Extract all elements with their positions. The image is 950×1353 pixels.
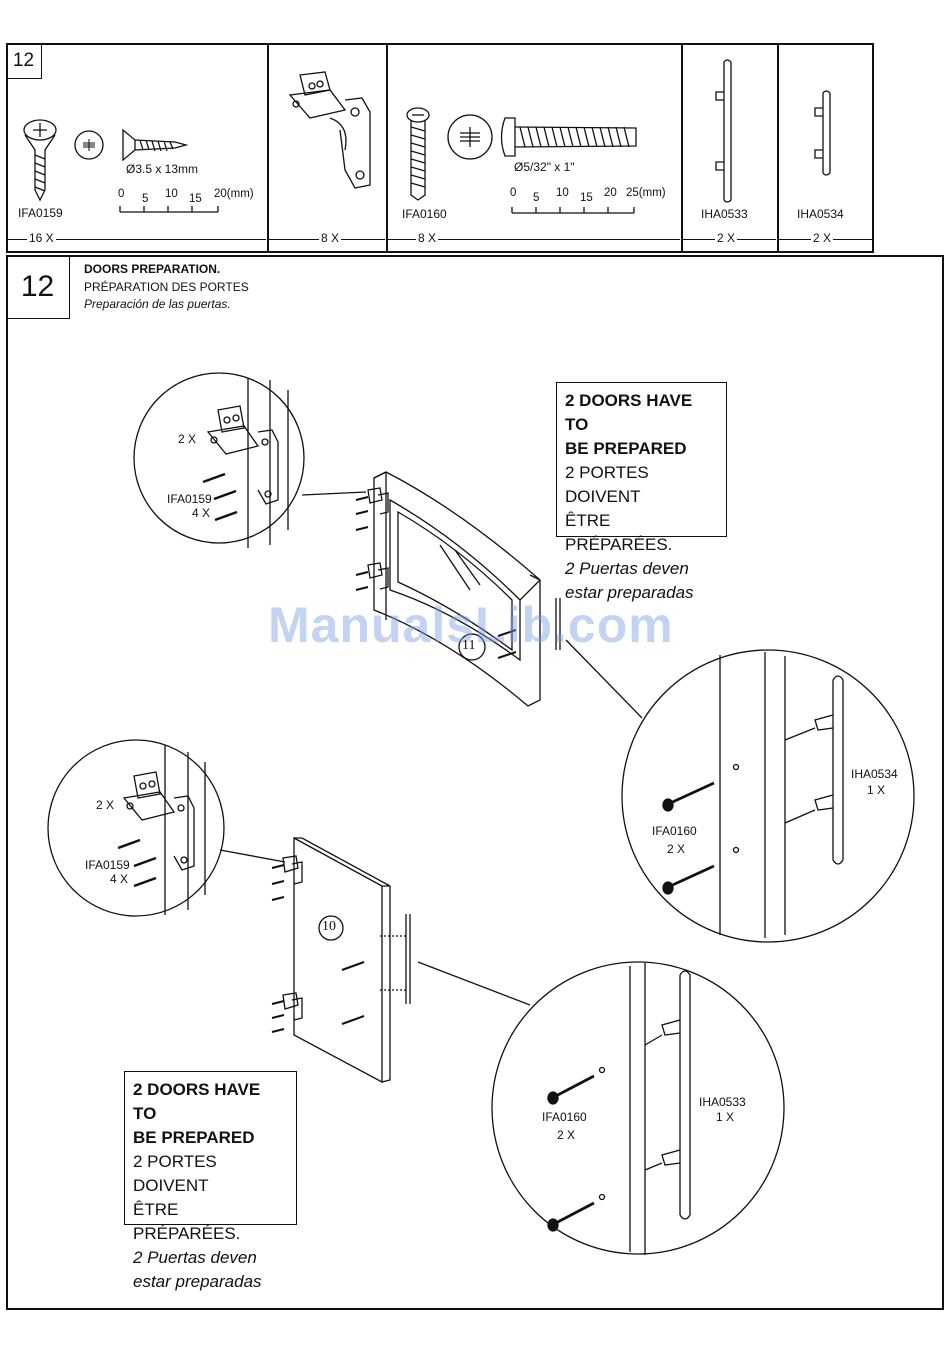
scale-tick-label: 20 <box>604 187 617 199</box>
part-spec: Ø3.5 x 13mm <box>126 162 199 176</box>
screw-long-side-icon <box>500 117 637 157</box>
scale-tick-label: 15 <box>189 193 202 205</box>
leader-line <box>417 961 531 1006</box>
handle-iha0534-icon <box>814 90 831 176</box>
screw-qty-label: 2 X <box>557 1128 576 1142</box>
part-spec: Ø5/32" x 1" <box>514 160 575 174</box>
note-line: 2 PORTES DOIVENT <box>133 1152 217 1195</box>
screw-code-label: IFA0159 <box>85 858 130 872</box>
scale-tick-label: 20(mm) <box>214 188 254 200</box>
screw-code-label: IFA0160 <box>542 1110 587 1124</box>
screw-code-label: IFA0160 <box>652 824 697 838</box>
hinge-icon <box>288 71 371 189</box>
scale-tick-label: 25(mm) <box>626 187 666 199</box>
part-marker-11 <box>458 633 486 661</box>
handle-code-label: IHA0533 <box>699 1095 746 1109</box>
hinge-small-icon <box>367 487 389 590</box>
note-line: 2 DOORS HAVE TO <box>565 391 693 434</box>
screw-ifa0160-icon <box>406 107 430 201</box>
scale-tick-label: 0 <box>118 188 125 200</box>
scale-tick-label: 15 <box>580 192 593 204</box>
callout-circle-hinge-bot <box>47 739 225 917</box>
watermark: ManualsLib.com <box>268 597 674 653</box>
table-divider <box>777 43 779 253</box>
part-qty: 2 X <box>811 231 834 245</box>
table-divider <box>386 43 388 253</box>
callout-circle-hinge-top <box>133 372 305 544</box>
part-qty: 8 X <box>319 231 342 245</box>
callout-circle-handle-top <box>621 649 915 943</box>
step-title-fr: PRÉPARATION DES PORTES <box>84 280 249 294</box>
solid-door <box>293 836 391 1084</box>
handle-code-label: IHA0534 <box>851 767 898 781</box>
part-number-label: 10 <box>322 919 336 934</box>
qty-line <box>8 239 266 240</box>
glass-door <box>373 471 541 707</box>
step-title-es: Preparación de las puertas. <box>84 297 231 311</box>
note-line: BE PREPARED <box>565 439 687 458</box>
part-number-label: 11 <box>462 638 476 653</box>
hinge-qty-label: 2 X <box>96 798 115 812</box>
handle-small-icon <box>555 598 561 650</box>
note-line: BE PREPARED <box>133 1128 255 1147</box>
part-qty: 16 X <box>27 231 56 245</box>
parts-table <box>6 43 874 253</box>
scale-tick-label: 10 <box>165 188 178 200</box>
screw-qty-label: 2 X <box>667 842 686 856</box>
table-divider <box>267 43 269 253</box>
callout-circle-handle-bot <box>491 961 785 1255</box>
phillips-head-icon <box>74 130 104 160</box>
note-line: estar preparadas <box>565 583 694 602</box>
note-line: ÊTRE PRÉPARÉES. <box>565 511 673 554</box>
note-box-top: 2 DOORS HAVE TO BE PREPARED 2 PORTES DOI… <box>556 382 727 602</box>
note-line: 2 Puertas deven <box>565 559 689 578</box>
table-divider <box>681 43 683 253</box>
handle-qty-label: 1 X <box>716 1110 735 1124</box>
hinge-qty-label: 2 X <box>178 432 197 446</box>
handle-small-icon <box>405 914 411 1004</box>
scale-tick-label: 0 <box>510 187 517 199</box>
scale-tick-label: 5 <box>533 192 540 204</box>
part-code-iha0533: IHA0533 <box>701 207 748 221</box>
screw-code-label: IFA0159 <box>167 492 212 506</box>
part-qty: 8 X <box>416 231 439 245</box>
note-box-bottom: 2 DOORS HAVE TO BE PREPARED 2 PORTES DOI… <box>124 1071 297 1291</box>
part-qty: 2 X <box>715 231 738 245</box>
part-code-ifa0160: IFA0160 <box>402 207 447 221</box>
scale-ruler-icon <box>119 206 635 214</box>
screw-qty-label: 4 X <box>110 872 129 886</box>
screw-side-icon <box>122 128 189 162</box>
note-line: estar preparadas <box>133 1272 262 1291</box>
note-line: 2 DOORS HAVE TO <box>133 1080 261 1123</box>
leader-line <box>565 639 643 719</box>
step-number: 12 <box>6 255 70 319</box>
screw-small-icon <box>271 864 365 1033</box>
note-line: 2 Puertas deven <box>133 1248 257 1267</box>
handle-iha0533-icon <box>715 59 732 203</box>
handle-qty-label: 1 X <box>867 783 886 797</box>
leader-line <box>301 491 367 496</box>
scale-tick-label: 10 <box>556 187 569 199</box>
note-line: ÊTRE PRÉPARÉES. <box>133 1200 241 1243</box>
note-line: 2 PORTES DOIVENT <box>565 463 649 506</box>
part-code-iha0534: IHA0534 <box>797 207 844 221</box>
screw-ifa0159-icon <box>23 119 57 202</box>
phillips-head-icon <box>447 114 493 160</box>
step-title-en: DOORS PREPARATION. <box>84 262 221 276</box>
part-marker-10 <box>318 915 344 941</box>
scale-tick-label: 5 <box>142 193 149 205</box>
qty-line <box>388 239 680 240</box>
leader-line <box>219 849 286 863</box>
hinge-small-icon <box>282 855 303 1021</box>
part-code-ifa0159: IFA0159 <box>18 206 63 220</box>
parts-step-number: 12 <box>6 43 42 79</box>
screw-qty-label: 4 X <box>192 506 211 520</box>
screw-small-icon <box>355 496 517 659</box>
step-panel <box>6 255 944 1310</box>
